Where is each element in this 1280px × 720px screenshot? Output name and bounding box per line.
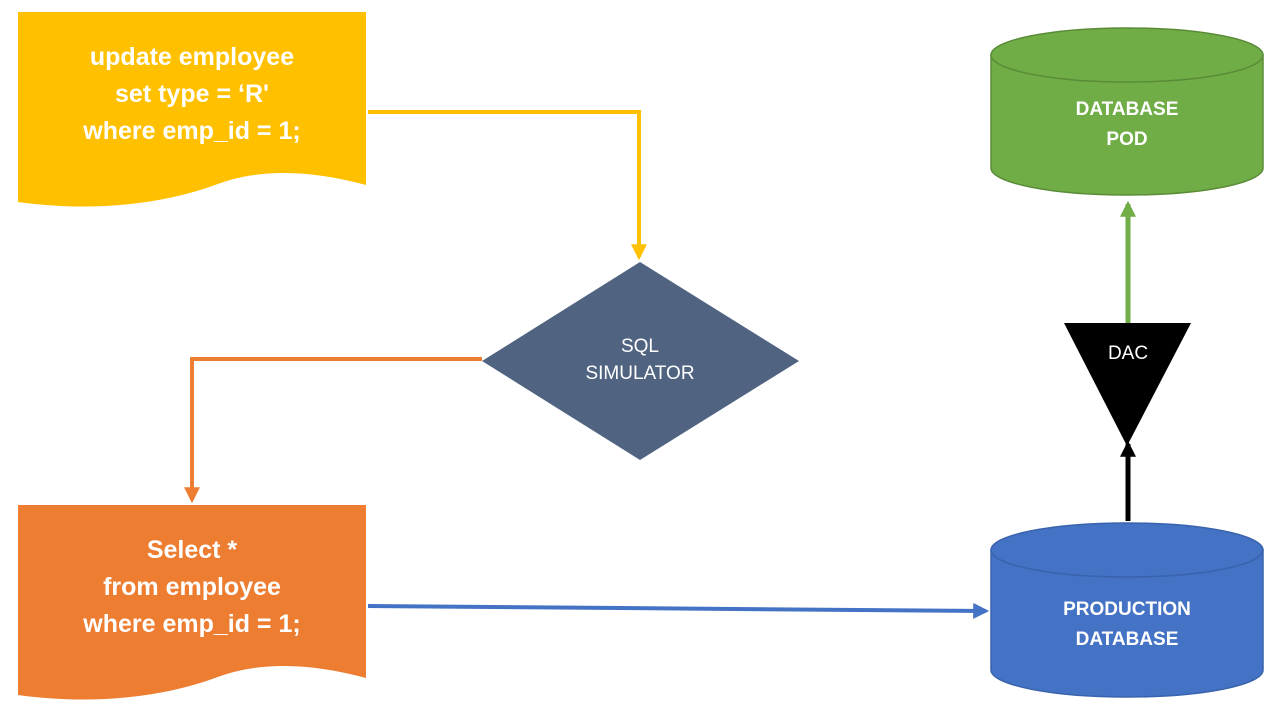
update-query-document [18, 12, 366, 207]
update-to-simulator-connector [368, 110, 647, 261]
sql-simulator-decision [482, 262, 799, 460]
select-query-document [18, 505, 366, 700]
select-to-production-connector [367, 602, 990, 619]
database-pod-cylinder [990, 27, 1264, 196]
production-database-cylinder [990, 522, 1264, 698]
simulator-to-select-connector [184, 357, 482, 504]
dac-triangle [1064, 323, 1191, 446]
